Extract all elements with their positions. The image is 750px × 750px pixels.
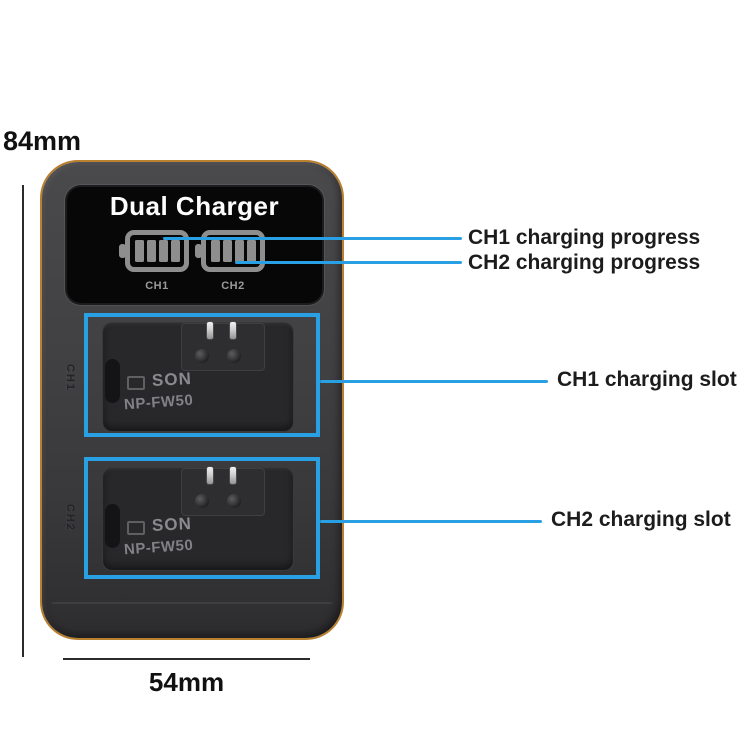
gauge-bar — [234, 240, 244, 262]
contact-pin-icon — [206, 466, 214, 485]
display-title: Dual Charger — [109, 191, 280, 221]
ch2-battery-gauge-icon — [195, 230, 265, 272]
gauge-bar — [134, 240, 144, 262]
contact-pin-icon — [206, 321, 214, 340]
slot-notch — [105, 359, 120, 403]
gauge-bar — [222, 240, 232, 262]
ch2-slot-callout-line — [320, 520, 542, 523]
ch1-battery-gauge-icon — [119, 230, 189, 272]
slot-notch — [105, 504, 120, 548]
dual-charger-body: Dual Charger CH1 CH2 CH1 CH2 — [42, 162, 342, 638]
battery-logo-mark-icon — [127, 521, 145, 535]
ch1-slot-callout-line — [320, 380, 548, 383]
ch1-progress-callout-line — [163, 237, 462, 240]
screw-icon — [195, 349, 209, 363]
ch1-slot-callout-label: CH1 charging slot — [557, 368, 737, 391]
battery-logo-mark-icon — [127, 376, 145, 390]
contact-pin-icon — [229, 466, 237, 485]
ch1-slot-highlight-box — [84, 313, 320, 437]
screw-icon — [227, 494, 241, 508]
battery-pack-ch2: SON NP-FW50 — [102, 466, 294, 571]
side-label-ch1: CH1 — [64, 364, 76, 393]
screw-icon — [195, 494, 209, 508]
battery-pack-ch1: SON NP-FW50 — [102, 321, 294, 432]
ch2-slot-callout-label: CH2 charging slot — [551, 508, 731, 531]
ch2-progress-callout-line — [235, 261, 462, 264]
screw-icon — [227, 349, 241, 363]
width-dimension-label: 54mm — [148, 667, 225, 697]
height-dimension-line — [22, 185, 24, 657]
contact-pin-icon — [229, 321, 237, 340]
display-ch2-label: CH2 — [221, 280, 245, 292]
battery-model-text: NP-FW50 — [123, 391, 194, 414]
battery-brand-text: SON — [151, 368, 193, 391]
gauge-bar — [158, 240, 168, 262]
battery-model-text: NP-FW50 — [123, 536, 194, 559]
battery-brand-text: SON — [151, 513, 193, 536]
gauge-bar — [210, 240, 220, 262]
height-dimension-label: 84mm — [3, 126, 82, 156]
gauge-bar — [246, 240, 256, 262]
gauge-bar — [146, 240, 156, 262]
side-label-ch2: CH2 — [64, 504, 76, 533]
gauge-bar — [170, 240, 180, 262]
ch1-progress-callout-label: CH1 charging progress — [468, 226, 701, 249]
ch2-progress-callout-label: CH2 charging progress — [468, 251, 701, 274]
ch2-slot-highlight-box — [84, 457, 320, 579]
lcd-display: Dual Charger CH1 CH2 — [67, 187, 322, 303]
width-dimension-line — [63, 658, 310, 660]
contact-plate — [181, 321, 265, 371]
contact-plate — [181, 466, 265, 516]
display-ch1-label: CH1 — [145, 280, 169, 292]
